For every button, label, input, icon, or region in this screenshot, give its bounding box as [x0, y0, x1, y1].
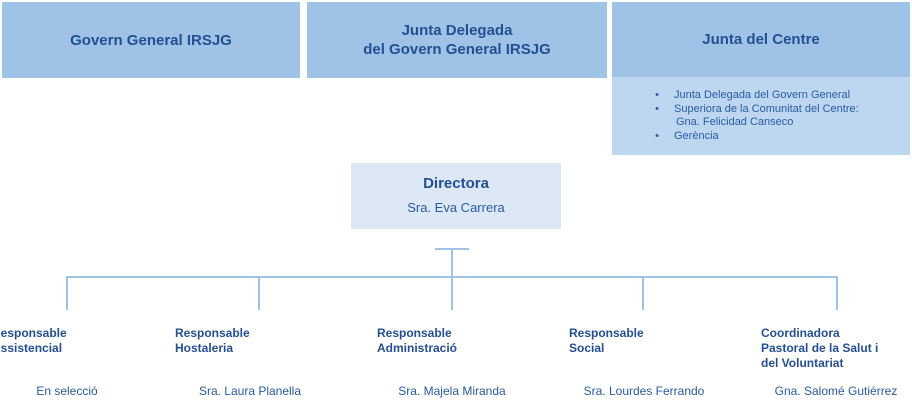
child-title: Responsable Administració [377, 326, 527, 356]
connector-drop [451, 276, 453, 310]
child-name: Sra. Majela Miranda [398, 384, 506, 398]
junta-delegada-title-line2: del Govern General IRSJG [363, 41, 551, 58]
connector-drop [258, 276, 260, 310]
junta-delegada-title-line1: Junta Delegada [401, 22, 513, 39]
child-title-line: Social [569, 341, 605, 355]
govern-general-title: Govern General IRSJG [70, 31, 232, 49]
child-title-line: Responsable [569, 326, 644, 340]
child-title: Responsable Assistencial [0, 326, 142, 356]
directora-title: Directora [423, 175, 489, 192]
child-title-line: Responsable [0, 326, 67, 340]
child-name: Gna. Salomé Gutiérrez [774, 384, 898, 398]
child-title-line: Responsable [175, 326, 250, 340]
child-title-line: Hostaleria [175, 341, 234, 355]
connector-drop [836, 276, 838, 310]
directora-box: Directora Sra. Eva Carrera [351, 163, 561, 229]
member-item: • Superiora de la Comunitat del Centre: … [652, 103, 910, 130]
member-item: • Gerència [652, 130, 910, 144]
member-item: • Junta Delegada del Govern General [652, 89, 910, 103]
directora-name: Sra. Eva Carrera [407, 200, 505, 215]
junta-centre-header: Junta del Centre [612, 2, 910, 77]
member-text: Superiora de la Comunitat del Centre: [674, 102, 859, 115]
child-title-line: Pastoral de la Salut i [761, 341, 879, 355]
junta-centre-members-panel: • Junta Delegada del Govern General • Su… [612, 77, 910, 155]
member-subtext: Gna. Felicidad Canseco [676, 116, 794, 128]
bullet-icon: • [655, 89, 659, 101]
junta-centre-members-list: • Junta Delegada del Govern General • Su… [652, 89, 910, 143]
bullet-icon: • [655, 102, 659, 115]
connector-drop [642, 276, 644, 310]
child-title: Coordinadora Pastoral de la Salut i del … [761, 326, 911, 371]
child-title-line: Coordinadora [761, 326, 840, 340]
child-name: Sra. Lourdes Ferrando [583, 384, 705, 398]
child-title: Responsable Social [569, 326, 719, 356]
child-title-line: del Voluntariat [761, 356, 844, 370]
child-title: Responsable Hostaleria [175, 326, 325, 356]
junta-centre-title: Junta del Centre [702, 31, 820, 48]
connector-trunk [451, 248, 453, 282]
connector-drop [66, 276, 68, 310]
child-title-line: Administració [377, 341, 458, 355]
child-name: En selecció [36, 384, 98, 398]
child-title-line: Assistencial [0, 341, 63, 355]
child-title-line: Responsable [377, 326, 452, 340]
member-text: Junta Delegada del Govern General [674, 89, 851, 101]
govern-general-box: Govern General IRSJG [2, 2, 300, 78]
bullet-icon: • [655, 129, 659, 142]
junta-delegada-box: Junta Delegada del Govern General IRSJG [307, 2, 607, 78]
member-text: Gerència [674, 129, 719, 142]
child-name: Sra. Laura Planella [198, 384, 302, 398]
